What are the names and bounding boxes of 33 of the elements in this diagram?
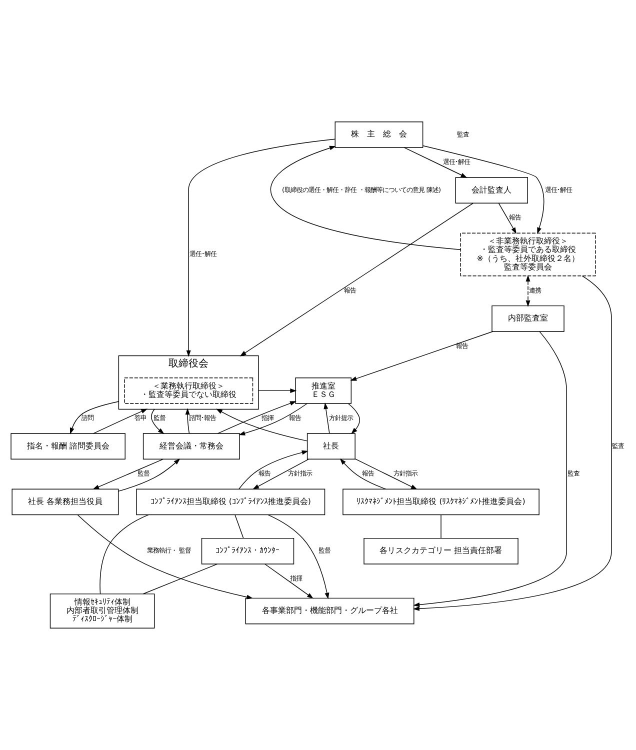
arrow: [77, 514, 254, 600]
arrow: [218, 401, 296, 434]
arrow: [270, 146, 461, 250]
arrow: [422, 145, 544, 234]
arrow: [258, 388, 297, 393]
connector: [142, 564, 218, 594]
arrow: [404, 147, 468, 178]
arrow: [324, 402, 330, 434]
arrow: [350, 331, 494, 381]
arrow: [70, 401, 120, 434]
arrow: [238, 450, 308, 490]
arrow: [413, 331, 567, 607]
arrow: [216, 408, 308, 442]
arrow: [92, 458, 164, 490]
arrow: [185, 408, 190, 434]
arrow: [118, 458, 180, 492]
arrow: [498, 203, 517, 234]
arrow: [186, 138, 336, 357]
arrow: [413, 276, 612, 611]
arrow: [348, 403, 360, 434]
connector: [440, 514, 442, 538]
arrow: [238, 403, 308, 436]
arrow: [264, 564, 314, 599]
arrow: [268, 514, 330, 600]
arrow: [93, 408, 148, 434]
arrow: [252, 458, 309, 490]
arrow: [340, 458, 386, 490]
connector: [100, 514, 149, 594]
arrow: [354, 458, 418, 490]
arrow: [526, 275, 530, 307]
connector: [234, 514, 244, 538]
arrow: [240, 202, 474, 356]
arrow: [151, 408, 164, 434]
